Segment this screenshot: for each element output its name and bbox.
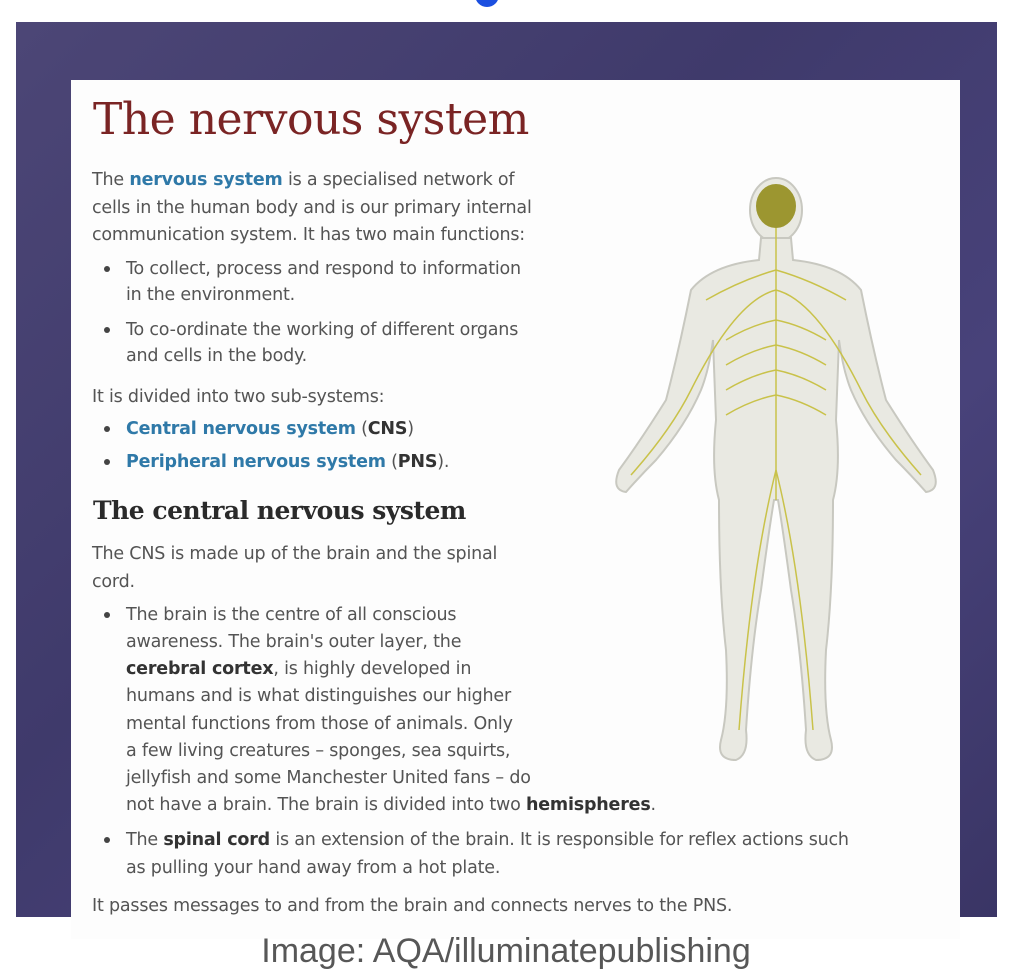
spinal-line: The spinal cord is an extension of the b…: [126, 829, 849, 851]
spinal-line: as pulling your hand away from a hot pla…: [126, 858, 501, 878]
brain-line: humans and is what distinguishes our hig…: [126, 686, 511, 706]
bullet-icon: [104, 837, 110, 843]
term-nervous-system: nervous system: [129, 170, 283, 190]
closing-line: It passes messages to and from the brain…: [92, 896, 733, 916]
function-item: and cells in the body.: [126, 346, 308, 366]
cns-line: The CNS is made up of the brain and the …: [92, 544, 498, 564]
page-title: The nervous system: [93, 94, 529, 145]
section-heading: The central nervous system: [93, 496, 466, 525]
bullet-icon: [104, 426, 110, 432]
human-nervous-system-figure: [615, 177, 937, 762]
term-spinal-cord: spinal cord: [163, 830, 270, 850]
text: ).: [437, 452, 450, 472]
function-item: To co-ordinate the working of different …: [126, 320, 519, 340]
bullet-icon: [104, 266, 110, 272]
brain-line: a few living creatures – sponges, sea sq…: [126, 741, 511, 761]
term-cerebral-cortex: cerebral cortex: [126, 659, 274, 679]
term-hemispheres: hemispheres: [525, 795, 651, 815]
abbr: PNS: [397, 452, 438, 472]
bullet-icon: [104, 327, 110, 333]
subsystems-intro: It is divided into two sub-systems:: [92, 387, 385, 407]
text: is an extension of the brain. It is resp…: [269, 830, 849, 850]
function-item: To collect, process and respond to infor…: [126, 259, 521, 279]
text: , is highly developed in: [273, 659, 472, 679]
text: (: [355, 419, 368, 439]
brain-line: cerebral cortex, is highly developed in: [126, 658, 471, 680]
term-cns: Central nervous system: [126, 419, 356, 439]
text: is a specialised network of: [282, 170, 515, 190]
text: ): [407, 419, 414, 439]
intro-line: cells in the human body and is our prima…: [92, 198, 532, 218]
nerves: [630, 228, 922, 731]
notification-dot: [475, 0, 499, 7]
text: The: [126, 830, 164, 850]
function-item: in the environment.: [126, 285, 296, 305]
brain-line: not have a brain. The brain is divided i…: [126, 794, 656, 816]
text: The: [92, 170, 130, 190]
bullet-icon: [104, 459, 110, 465]
textbook-page: The nervous system The nervous system is…: [71, 80, 960, 939]
text: not have a brain. The brain is divided i…: [126, 795, 526, 815]
intro-line: The nervous system is a specialised netw…: [92, 169, 515, 191]
term-pns: Peripheral nervous system: [126, 452, 386, 472]
brain-line: mental functions from those of animals. …: [126, 714, 513, 734]
image-caption: Image: AQA/illuminatepublishing: [261, 932, 751, 970]
bullet-icon: [104, 612, 110, 618]
brain-icon: [756, 184, 796, 228]
subsystem-item: Central nervous system (CNS): [126, 418, 414, 440]
text: .: [650, 795, 657, 815]
cns-line: cord.: [92, 572, 135, 592]
slide-frame: The nervous system The nervous system is…: [16, 22, 997, 939]
brain-line: The brain is the centre of all conscious: [126, 605, 457, 625]
intro-line: communication system. It has two main fu…: [92, 225, 526, 245]
brain-line: jellyfish and some Manchester United fan…: [126, 768, 531, 788]
text: (: [385, 452, 398, 472]
abbr: CNS: [367, 419, 408, 439]
brain-line: awareness. The brain's outer layer, the: [126, 632, 462, 652]
subsystem-item: Peripheral nervous system (PNS).: [126, 451, 449, 473]
